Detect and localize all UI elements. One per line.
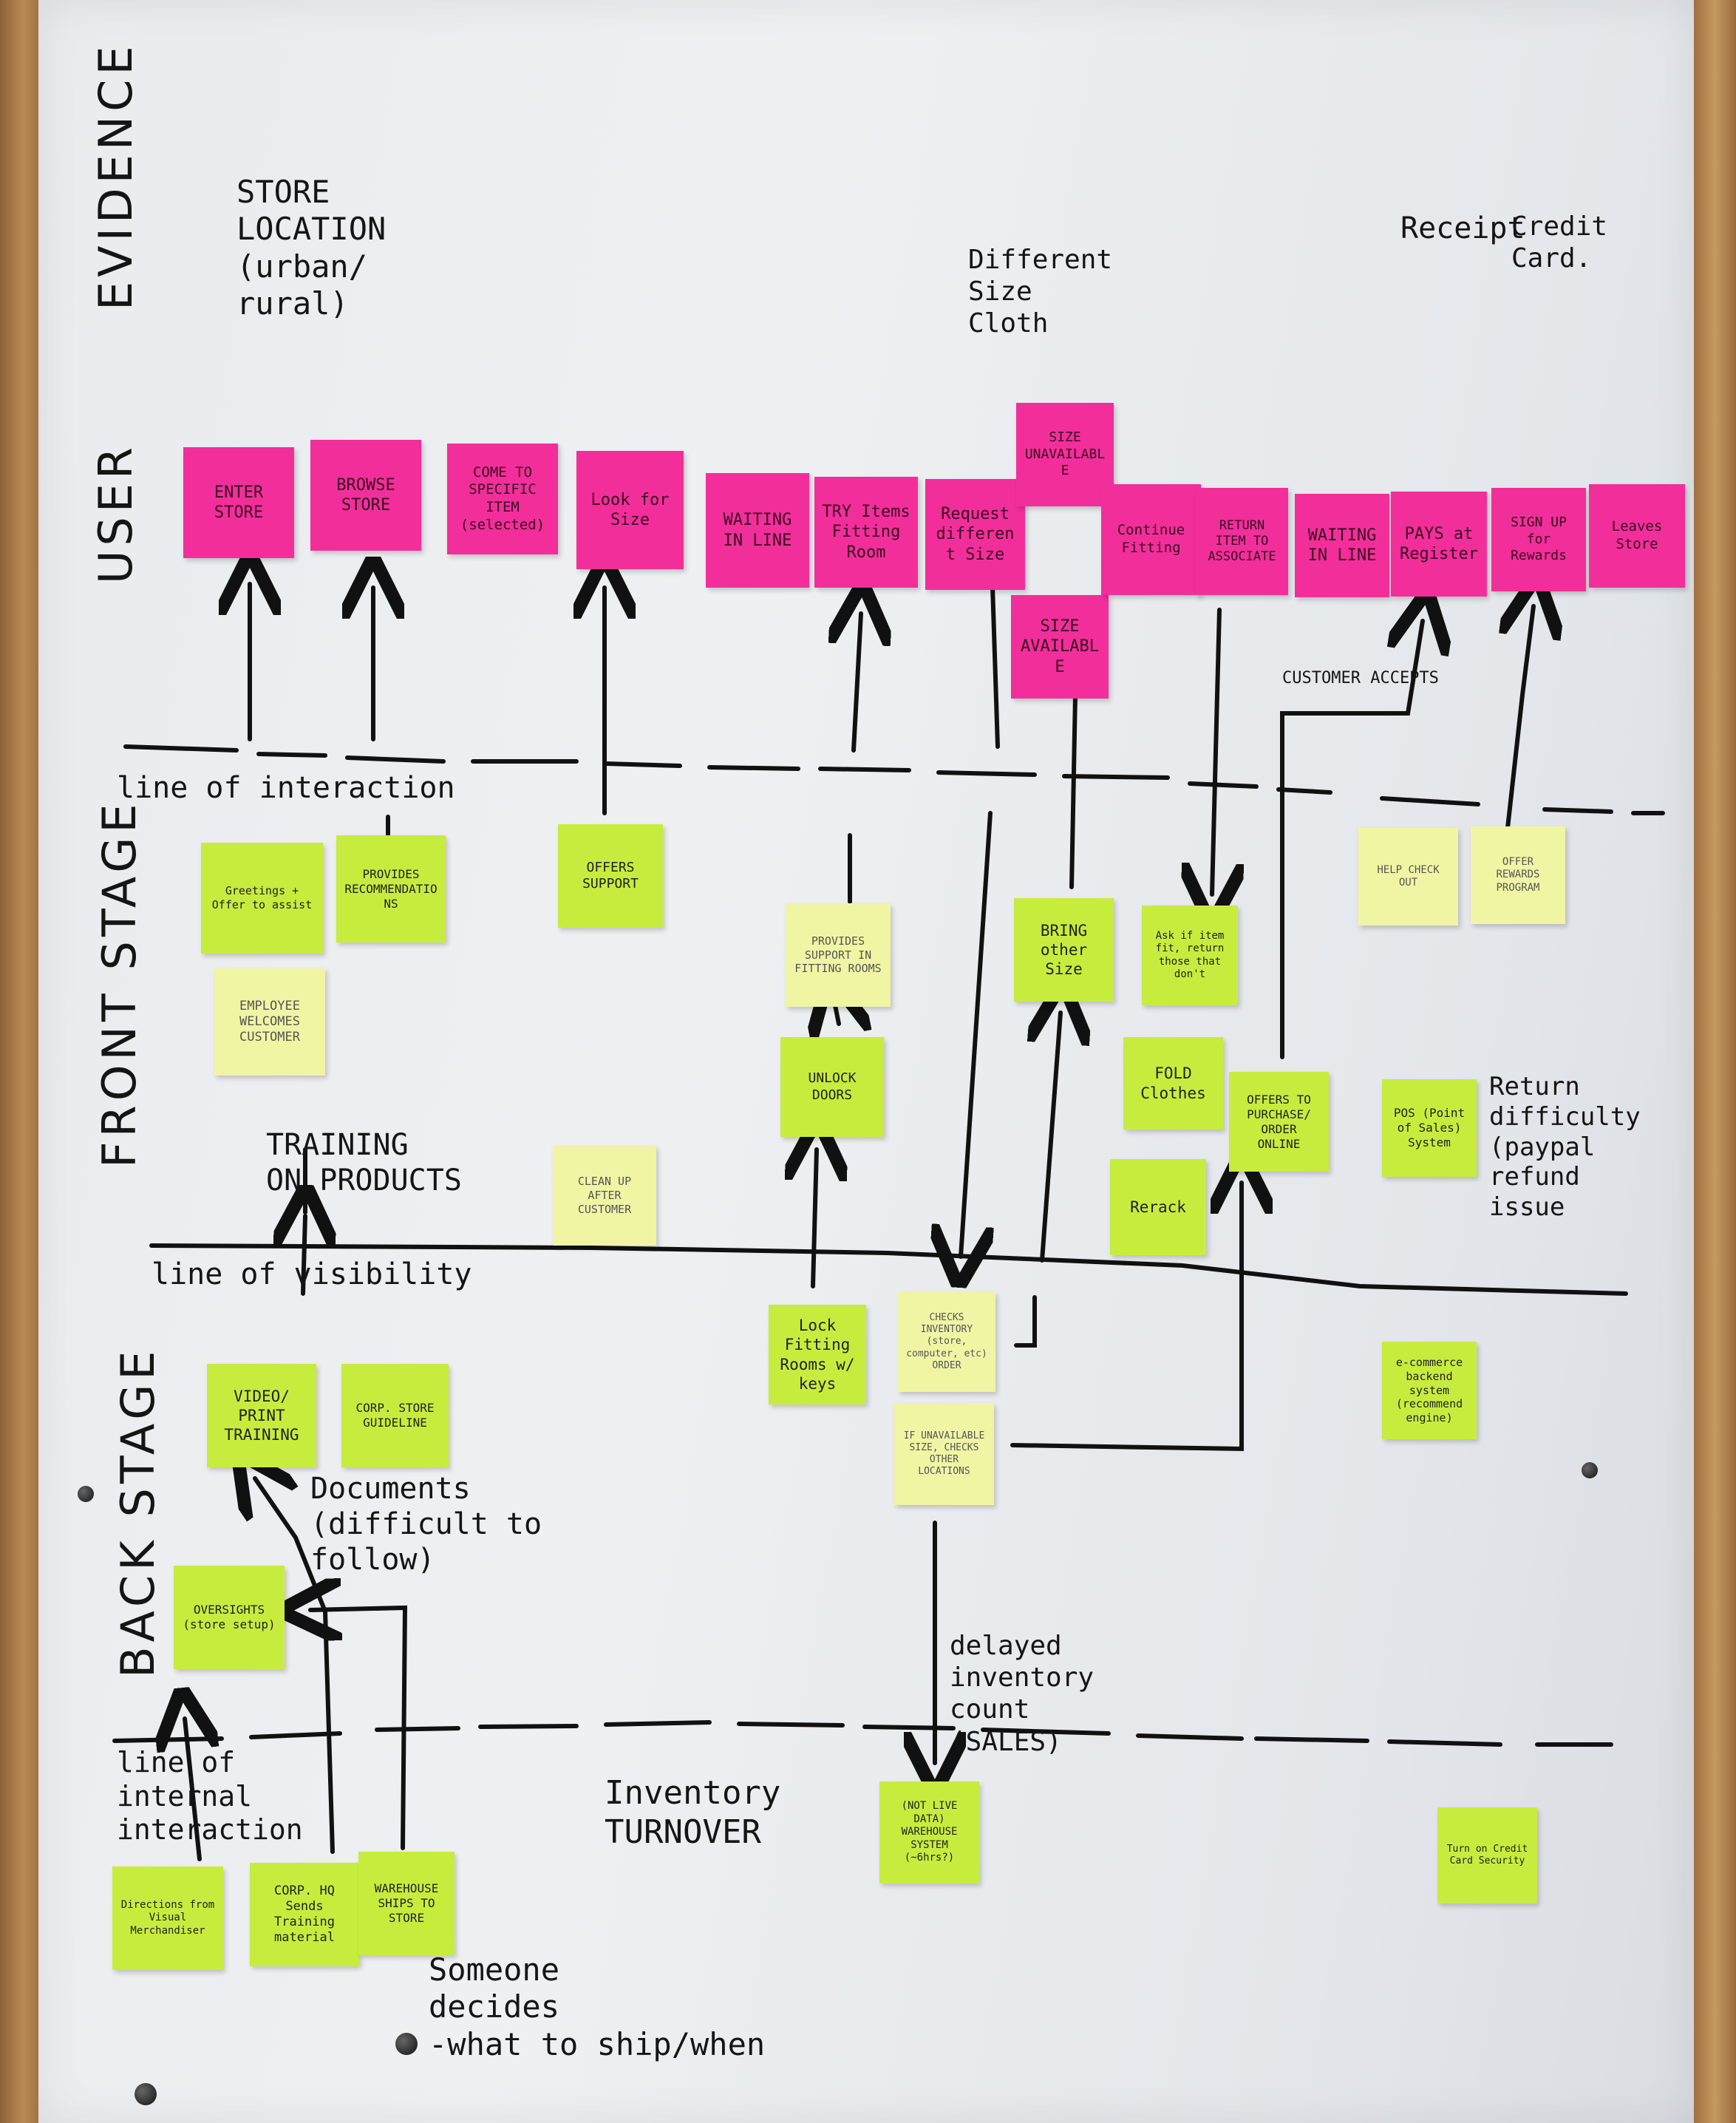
front-stage-note: PROVIDES SUPPORT IN FITTING ROOMS: [786, 903, 891, 1007]
front-stage-note: BRING other Size: [1014, 898, 1114, 1002]
user-note: PAYS at Register: [1391, 492, 1487, 597]
lane-user-label: USER: [89, 443, 143, 584]
front-stage-note: UNLOCK DOORS: [780, 1037, 884, 1137]
user-note: Continue Fitting: [1101, 484, 1201, 595]
front-stage-note: PROVIDES RECOMMENDATIONS: [336, 835, 446, 942]
inventory-turnover-annotation: Inventory TURNOVER: [605, 1774, 781, 1851]
front-stage-note: OFFERS TO PURCHASE/ ORDER ONLINE: [1229, 1072, 1329, 1172]
user-note: WAITING IN LINE: [1295, 494, 1389, 597]
user-note: WAITING IN LINE: [706, 473, 809, 588]
user-note: SIZE UNAVAILABLE: [1016, 403, 1114, 506]
delayed-inventory-annotation: delayed inventory count (SALES): [950, 1631, 1095, 1757]
training-annotation: TRAINING ON PRODUCTS: [266, 1128, 462, 1198]
user-note: Request different Size: [925, 479, 1025, 590]
user-note: RETURN ITEM TO ASSOCIATE: [1196, 488, 1288, 595]
front-stage-note: CLEAN UP AFTER CUSTOMER: [553, 1146, 656, 1246]
wood-frame-left: [0, 0, 38, 2123]
front-stage-note: FOLD Clothes: [1123, 1037, 1223, 1130]
line-of-internal-interaction-label: line of internal interaction: [117, 1746, 303, 1847]
front-stage-note: Greetings + Offer to assist: [201, 843, 323, 954]
front-stage-note: Ask if item fit, return those that don't: [1142, 906, 1238, 1005]
back-stage-note: Lock Fitting Rooms w/ keys: [769, 1305, 866, 1404]
front-stage-note: OFFERS SUPPORT: [558, 824, 663, 928]
front-stage-note: Rerack: [1110, 1159, 1206, 1255]
evidence-store-location: STORE LOCATION (urban/ rural): [236, 174, 387, 322]
user-note: SIGN UP for Rewards: [1491, 488, 1586, 591]
line-of-visibility-label: line of visibility: [152, 1257, 472, 1291]
someone-decides-annotation: Someone decides -what to ship/when: [429, 1952, 766, 2062]
magnet: [1582, 1462, 1598, 1478]
back-stage-note: IF UNAVAILABLE SIZE, CHECKS OTHER LOCATI…: [894, 1403, 994, 1505]
line-of-interaction-label: line of interaction: [117, 771, 455, 805]
customer-accepts-annotation: CUSTOMER ACCEPTS: [1282, 669, 1439, 687]
line-of-visibility: [149, 1243, 1628, 1296]
return-difficulty-annotation: Return difficulty (paypal refund issue: [1489, 1072, 1641, 1223]
line-of-interaction: [123, 744, 1665, 815]
back-stage-note: OVERSIGHTS (store setup): [174, 1566, 285, 1669]
evidence-credit-card: Credit Card.: [1511, 211, 1608, 274]
magnet: [78, 1486, 94, 1502]
internal-note: WAREHOUSE SHIPS TO STORE: [358, 1852, 455, 1955]
back-stage-note: VIDEO/ PRINT TRAINING: [207, 1364, 316, 1467]
back-stage-note: CHECKS INVENTORY (store, computer, etc) …: [898, 1292, 995, 1392]
user-note: TRY Items Fitting Room: [814, 477, 918, 588]
lane-back-stage-label: BACK STAGE: [111, 1346, 165, 1678]
user-note: Look for Size: [576, 451, 684, 569]
wood-frame-right: [1694, 0, 1736, 2123]
documents-annotation: Documents (difficult to follow): [310, 1472, 542, 1577]
lane-evidence-label: EVIDENCE: [89, 41, 143, 310]
back-stage-note: e-commerce backend system (recommend eng…: [1382, 1342, 1477, 1439]
line-of-internal-interaction: [112, 1720, 1613, 1747]
user-note: SIZE AVAILABLE: [1011, 595, 1109, 699]
evidence-receipt: Receipt: [1400, 211, 1525, 245]
front-stage-note: HELP CHECK OUT: [1358, 828, 1458, 925]
internal-note: Directions from Visual Merchandiser: [112, 1866, 223, 1970]
magnet: [135, 2083, 157, 2105]
user-note: ENTER STORE: [183, 447, 294, 558]
user-note: Leaves Store: [1589, 484, 1685, 588]
internal-note: Turn on Credit Card Security: [1437, 1807, 1537, 1903]
internal-note: (NOT LIVE DATA) WAREHOUSE SYSTEM (~6hrs?…: [879, 1781, 979, 1883]
magnet: [395, 2033, 418, 2055]
front-stage-note: OFFER REWARDS PROGRAM: [1471, 826, 1565, 924]
internal-note: CORP. HQ Sends Training material: [250, 1863, 359, 1966]
front-stage-note: POS (Point of Sales) System: [1382, 1079, 1477, 1177]
evidence-different-size: Different Size Cloth: [968, 245, 1113, 339]
user-note: BROWSE STORE: [310, 440, 421, 551]
back-stage-note: CORP. STORE GUIDELINE: [341, 1364, 449, 1467]
lane-front-stage-label: FRONT STAGE: [92, 799, 146, 1168]
user-note: COME TO SPECIFIC ITEM (selected): [447, 444, 558, 554]
front-stage-note: EMPLOYEE WELCOMES CUSTOMER: [214, 968, 325, 1076]
